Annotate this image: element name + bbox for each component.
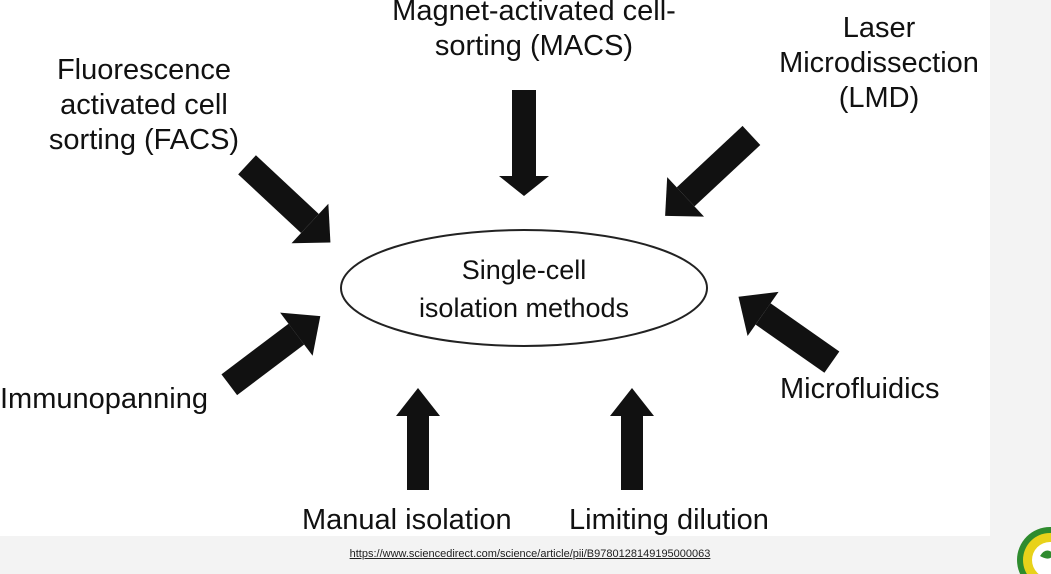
label-microfluidics: Microfluidics <box>780 373 940 405</box>
arrow-microfluidics <box>738 291 840 373</box>
right-margin-strip <box>990 0 1051 574</box>
label-limiting: Limiting dilution <box>569 504 769 536</box>
label-manual: Manual isolation <box>302 504 512 536</box>
center-label: Single-cell isolation methods <box>418 255 630 323</box>
label-lmd: Laser Microdissection (LMD) <box>779 12 979 114</box>
label-macs: Magnet-activated cell- sorting (MACS) <box>392 0 676 62</box>
microbiology-seal-icon <box>1017 527 1051 574</box>
center-ellipse <box>340 229 708 347</box>
source-link[interactable]: https://www.sciencedirect.com/science/ar… <box>349 548 711 560</box>
arrow-lmd <box>665 125 761 217</box>
label-facs: Fluorescence activated cell sorting (FAC… <box>48 54 240 156</box>
bottom-margin-strip <box>0 536 990 574</box>
arrow-limiting <box>610 388 654 490</box>
label-immunopanning: Immunopanning <box>0 383 208 415</box>
arrow-facs <box>238 155 331 244</box>
arrow-manual <box>396 388 440 490</box>
arrow-macs <box>499 90 549 196</box>
arrow-immunopanning <box>221 312 321 396</box>
